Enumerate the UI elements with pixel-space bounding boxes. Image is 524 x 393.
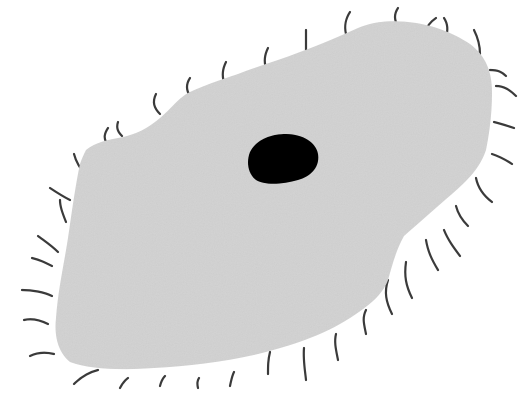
cilium-icon	[494, 122, 514, 128]
cilium-icon	[50, 188, 70, 200]
cilium-icon	[492, 154, 512, 164]
cilium-icon	[496, 86, 516, 96]
cilium-icon	[154, 94, 160, 114]
cilium-icon	[117, 122, 122, 136]
cilium-icon	[197, 378, 199, 388]
cilium-icon	[345, 12, 350, 34]
cilium-icon	[160, 376, 165, 386]
cilium-icon	[22, 290, 52, 296]
cilium-icon	[268, 352, 270, 374]
cilium-icon	[60, 200, 66, 222]
cilium-icon	[38, 236, 58, 252]
cilium-icon	[32, 258, 52, 266]
cilium-icon	[105, 128, 108, 142]
cilium-icon	[30, 353, 54, 356]
cilium-icon	[74, 370, 98, 384]
cilium-icon	[405, 262, 412, 298]
cilium-icon	[426, 240, 438, 270]
cilium-icon	[304, 348, 306, 380]
cilium-icon	[490, 70, 506, 76]
cell-body-icon	[56, 21, 492, 369]
cilium-icon	[120, 378, 128, 388]
cilium-icon	[444, 230, 460, 256]
cilium-icon	[24, 319, 48, 324]
cilium-icon	[476, 178, 492, 202]
cilium-icon	[364, 310, 366, 334]
cilium-icon	[386, 280, 392, 314]
cilium-icon	[335, 334, 338, 360]
cilium-icon	[456, 206, 468, 226]
cilium-icon	[230, 372, 234, 386]
